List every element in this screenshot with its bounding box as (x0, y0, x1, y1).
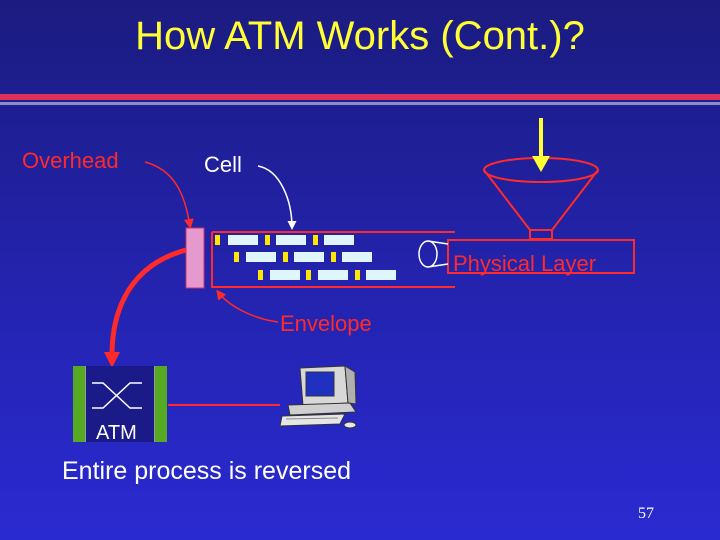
cell-stream (215, 235, 396, 280)
cell-payload (342, 252, 372, 262)
cell-header (283, 252, 288, 262)
overhead-header-block (185, 227, 205, 289)
slide-title: How ATM Works (Cont.)? (135, 14, 585, 58)
cell-arrow (257, 165, 297, 230)
cell-payload (276, 235, 306, 245)
overhead-label: Overhead (22, 148, 119, 173)
cell-payload (228, 235, 258, 245)
cell-header (331, 252, 336, 262)
cell-header (234, 252, 239, 262)
cell-header (313, 235, 318, 245)
atm-switch-icon (73, 366, 167, 442)
cell-payload (246, 252, 276, 262)
input-arrowhead (532, 156, 550, 172)
pipe-body (427, 240, 449, 268)
cell-payload (270, 270, 300, 280)
cell-payload (318, 270, 348, 280)
cell-header (306, 270, 311, 280)
cell-label: Cell (204, 152, 242, 177)
cell-header (258, 270, 263, 280)
envelope-outline (211, 231, 455, 288)
page-number: 57 (638, 505, 654, 522)
overhead-arrow (144, 161, 194, 229)
cell-header (355, 270, 360, 280)
envelope-label: Envelope (280, 311, 372, 336)
computer-icon (279, 365, 357, 429)
atm-label: ATM (96, 422, 137, 444)
caption: Entire process is reversed (62, 457, 352, 485)
title-divider-red (0, 94, 720, 100)
cell-payload (294, 252, 324, 262)
cell-header (265, 235, 270, 245)
pipe-end-icon (418, 240, 438, 268)
to-atm-arrowhead (104, 352, 120, 368)
to-atm-arrow (109, 247, 187, 356)
cell-payload (324, 235, 354, 245)
title-divider-blue (0, 102, 720, 105)
cell-payload (366, 270, 396, 280)
physical-layer-label: Physical Layer (453, 251, 597, 276)
cell-header (215, 235, 220, 245)
envelope-arrow (216, 289, 279, 323)
